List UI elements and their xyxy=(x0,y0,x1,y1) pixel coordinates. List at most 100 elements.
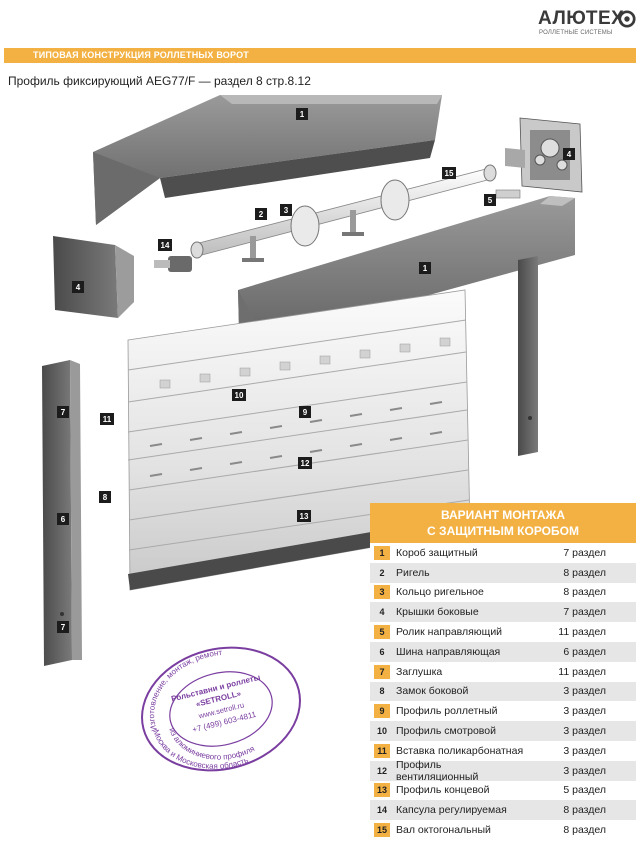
part-number: 4 xyxy=(379,607,385,618)
part-number: 1 xyxy=(370,545,394,560)
part-name: Шина направляющая xyxy=(396,645,501,658)
part-name: Ригель xyxy=(396,566,430,579)
svg-text:1: 1 xyxy=(423,264,428,273)
adjustable-capsule xyxy=(154,256,192,272)
brand-mark-icon xyxy=(618,10,636,28)
callout-label: 4 xyxy=(563,148,575,160)
part-name: Кольцо ригельное xyxy=(396,586,484,599)
part-number: 7 xyxy=(370,664,394,679)
svg-text:11: 11 xyxy=(103,415,112,424)
table-heading-line1: ВАРИАНТ МОНТАЖА xyxy=(440,508,566,522)
part-section: 7 раздел xyxy=(563,606,606,619)
brand-logo: АЛЮТЕХ РОЛЛЕТНЫЕ СИСТЕМЫ xyxy=(512,6,636,40)
svg-text:6: 6 xyxy=(61,515,66,524)
table-heading-line2: С ЗАЩИТНЫМ КОРОБОМ xyxy=(427,524,579,538)
part-name: Крышки боковые xyxy=(396,606,479,619)
part-section: 3 раздел xyxy=(563,725,606,738)
svg-text:15: 15 xyxy=(445,169,454,178)
subtitle: Профиль фиксирующий AEG77/F — раздел 8 с… xyxy=(8,74,311,88)
table-row: 2 Ригель 8 раздел xyxy=(370,562,636,583)
table-row: 10 Профиль смотровой 3 раздел xyxy=(370,721,636,741)
callout-label: 15 xyxy=(442,167,456,179)
callout-label: 11 xyxy=(100,413,114,425)
svg-text:8: 8 xyxy=(103,493,108,502)
table-row: 8 Замок боковой 3 раздел xyxy=(370,681,636,702)
guide-rail-right xyxy=(518,256,538,456)
octagonal-shaft xyxy=(190,164,497,259)
part-number: 8 xyxy=(379,686,385,697)
svg-text:13: 13 xyxy=(300,512,309,521)
part-name: Короб защитный xyxy=(396,546,478,559)
part-number: 11 xyxy=(370,743,394,758)
header-bar: ТИПОВАЯ КОНСТРУКЦИЯ РОЛЛЕТНЫХ ВОРОТ xyxy=(4,48,636,63)
callout-label: 1 xyxy=(419,262,431,274)
svg-text:5: 5 xyxy=(488,196,493,205)
part-name: Ролик направляющий xyxy=(396,626,503,639)
part-section: 6 раздел xyxy=(563,645,606,658)
table-row: 6 Шина направляющая 6 раздел xyxy=(370,641,636,662)
part-name: Профиль смотровой xyxy=(396,725,496,738)
part-section: 3 раздел xyxy=(563,764,606,777)
brand-name: АЛЮТЕХ xyxy=(538,8,625,29)
rigels xyxy=(242,210,364,262)
part-section: 11 раздел xyxy=(558,665,606,678)
side-cover-left xyxy=(53,236,134,318)
part-number: 14 xyxy=(376,805,387,816)
svg-text:7: 7 xyxy=(61,408,66,417)
svg-text:14: 14 xyxy=(161,241,170,250)
callout-label: 6 xyxy=(57,513,69,525)
part-name: Заглушка xyxy=(396,665,443,678)
svg-text:4: 4 xyxy=(76,283,81,292)
part-name: Профиль вентиляционный xyxy=(396,758,479,783)
callout-label: 8 xyxy=(99,491,111,503)
guide-roller xyxy=(495,189,521,199)
part-section: 3 раздел xyxy=(563,685,606,698)
svg-text:7: 7 xyxy=(61,623,66,632)
callout-label: 5 xyxy=(484,194,496,206)
part-number: 3 xyxy=(370,585,394,600)
svg-text:1: 1 xyxy=(300,110,305,119)
callout-label: 12 xyxy=(298,457,312,469)
page-title: ТИПОВАЯ КОНСТРУКЦИЯ РОЛЛЕТНЫХ ВОРОТ xyxy=(33,50,249,60)
svg-text:3: 3 xyxy=(284,206,289,215)
part-name: Профиль роллетный xyxy=(396,705,498,718)
callout-label: 14 xyxy=(158,239,172,251)
part-number: 6 xyxy=(379,646,385,657)
callout-label: 2 xyxy=(255,208,267,220)
part-name: Вставка поликарбонатная xyxy=(396,744,524,757)
svg-text:2: 2 xyxy=(259,210,264,219)
part-number: 10 xyxy=(376,726,387,737)
part-number: 2 xyxy=(379,567,385,578)
part-section: 7 раздел xyxy=(563,546,606,559)
callout-label: 7 xyxy=(57,406,69,418)
callout-label: 7 xyxy=(57,621,69,633)
callout-label: 9 xyxy=(299,406,311,418)
protective-box-top xyxy=(93,95,442,225)
part-name: Замок боковой xyxy=(396,685,469,698)
table-row: 4 Крышки боковые 7 раздел xyxy=(370,602,636,623)
part-section: 3 раздел xyxy=(563,705,606,718)
part-name: Профиль концевой xyxy=(396,784,490,797)
part-section: 8 раздел xyxy=(563,804,606,817)
svg-text:12: 12 xyxy=(301,459,310,468)
table-row: 14 Капсула регулируемая 8 раздел xyxy=(370,800,636,821)
svg-text:10: 10 xyxy=(235,391,244,400)
company-stamp: Изготовление, монтаж, ремонт из алюминие… xyxy=(136,646,301,774)
part-section: 8 раздел xyxy=(563,566,606,579)
part-number: 13 xyxy=(370,783,394,798)
callout-label: 10 xyxy=(232,389,246,401)
part-number: 5 xyxy=(370,625,394,640)
part-section: 8 раздел xyxy=(563,586,606,599)
part-name: Капсула регулируемая xyxy=(396,804,507,817)
svg-text:9: 9 xyxy=(303,408,308,417)
brand-tagline: РОЛЛЕТНЫЕ СИСТЕМЫ xyxy=(539,30,613,36)
